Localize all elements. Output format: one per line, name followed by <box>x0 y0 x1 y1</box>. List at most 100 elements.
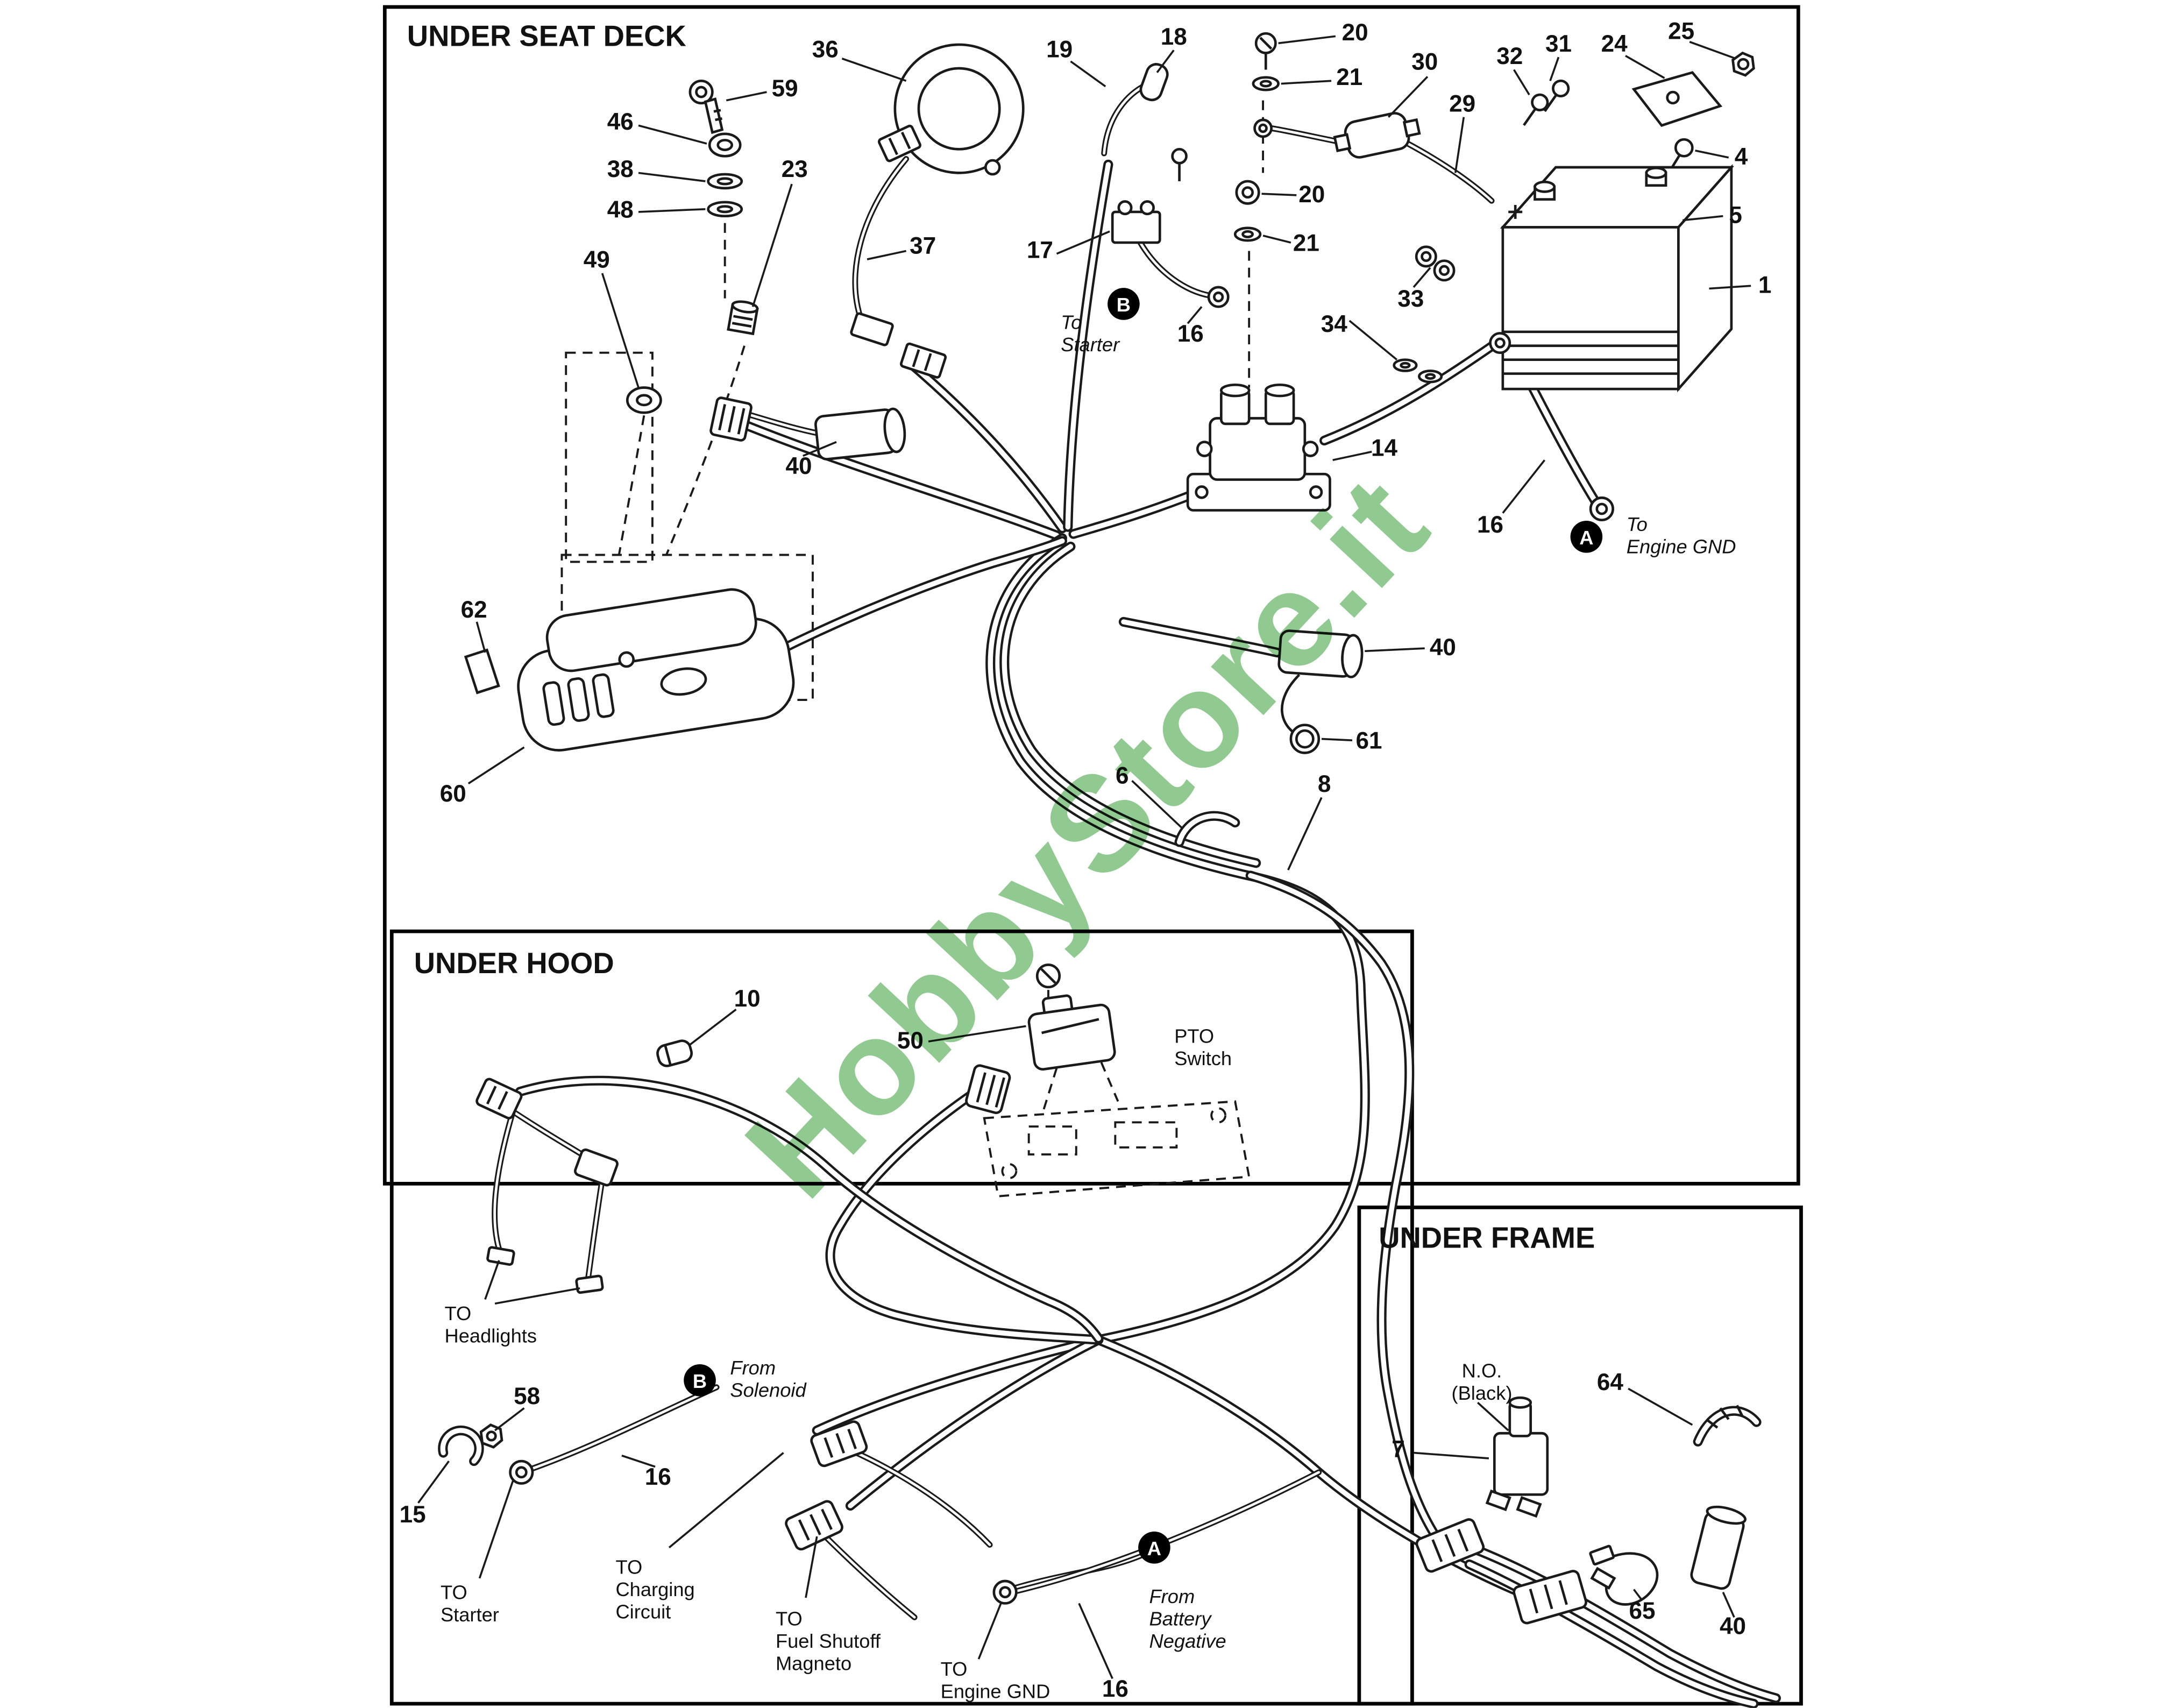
harness-tube <box>1277 629 1364 678</box>
annotation-to-charging-circuit: TO Charging Circuit <box>615 1555 695 1623</box>
headlight-connectors <box>475 1078 619 1294</box>
badge-a-from-battery-negative: A <box>1138 1531 1170 1564</box>
small-screw <box>1171 147 1188 181</box>
solenoid-hardware <box>1233 32 1280 242</box>
part-label-6: 6 <box>1116 762 1129 789</box>
annotation-to-fuel-shutoff-magneto: TO Fuel Shutoff Magneto <box>775 1607 881 1675</box>
part-label-60: 60 <box>439 781 466 807</box>
console-decal <box>464 648 500 694</box>
annotation-to-headlights: TO Headlights <box>444 1302 537 1347</box>
ignition-switch <box>727 300 759 336</box>
part-label-16-gnd-cable: 16 <box>1477 512 1504 538</box>
part-label-10: 10 <box>734 986 761 1012</box>
part-label-16-gnd-wire: 16 <box>1102 1676 1128 1703</box>
part-label-20-nut: 20 <box>1298 181 1325 208</box>
part-label-21-washer: 21 <box>1336 64 1363 91</box>
part-label-17: 17 <box>1026 237 1053 264</box>
terminal-block <box>1111 200 1161 244</box>
badge-b-to-starter: B <box>1108 288 1140 320</box>
jumper-wire <box>1589 1544 1659 1606</box>
carriage-bolt <box>1667 138 1694 174</box>
part-label-18: 18 <box>1160 24 1187 51</box>
o-ring <box>1289 724 1321 754</box>
section-title-frame: UNDER FRAME <box>1379 1222 1595 1255</box>
flange-nut <box>1731 51 1755 77</box>
starter-solenoid <box>1186 383 1331 512</box>
section-box-seat-deck <box>382 5 1800 1186</box>
horn-harness-connectors <box>850 312 947 379</box>
part-label-20-screw: 20 <box>1341 19 1368 46</box>
section-box-frame <box>1357 1206 1803 1706</box>
starter-wire-hardware <box>438 1423 534 1485</box>
annotation-to-engine-gnd-2: TO Engine GND <box>940 1657 1050 1703</box>
part-label-33: 33 <box>1397 286 1424 313</box>
annotation-pto-switch: PTO Switch <box>1174 1024 1232 1069</box>
part-label-64: 64 <box>1596 1369 1623 1396</box>
wire-harness <box>515 159 1781 1708</box>
section-box-hood <box>389 929 1414 1706</box>
part-label-14: 14 <box>1371 435 1398 462</box>
pto-switch <box>965 963 1116 1114</box>
part-label-25: 25 <box>1668 18 1695 45</box>
part-label-24: 24 <box>1601 31 1628 58</box>
grommet <box>626 386 662 414</box>
relay-cylinder <box>814 407 906 460</box>
part-label-62: 62 <box>460 597 487 623</box>
part-label-31: 31 <box>1545 31 1572 58</box>
ignition-key <box>688 79 724 134</box>
annotation-from-battery-negative: From Battery Negative <box>1149 1585 1226 1653</box>
fuel-shutoff-connector <box>785 1500 843 1551</box>
cable-clamp <box>1174 811 1240 847</box>
part-label-36: 36 <box>812 36 839 63</box>
section-title-hood: UNDER HOOD <box>414 948 614 980</box>
part-label-61: 61 <box>1355 727 1382 755</box>
part-label-50: 50 <box>897 1027 924 1054</box>
part-label-29: 29 <box>1449 90 1476 117</box>
part-label-23: 23 <box>781 156 808 183</box>
annotation-to-starter-2: TO Starter <box>440 1581 499 1626</box>
badge-b-from-solenoid: B <box>684 1364 716 1397</box>
annotation-to-engine-gnd: To Engine GND <box>1626 513 1736 558</box>
part-label-1: 1 <box>1758 272 1772 299</box>
badge-a-to-engine-gnd: A <box>1570 521 1603 553</box>
part-label-34: 34 <box>1321 310 1347 338</box>
part-label-58: 58 <box>514 1383 541 1410</box>
frame-connectors <box>1415 1518 1587 1625</box>
part-label-16-solenoid-wire: 16 <box>644 1464 671 1491</box>
part-label-37: 37 <box>910 232 936 260</box>
conduit-piece <box>1693 1405 1762 1447</box>
part-label-15: 15 <box>399 1501 426 1528</box>
part-label-8: 8 <box>1317 771 1331 798</box>
key-cap-and-washers <box>707 132 743 218</box>
console <box>517 588 795 752</box>
circuit-breaker <box>1333 112 1421 159</box>
ring-terminals-top <box>1207 286 1614 522</box>
part-label-40-tube: 40 <box>1429 634 1456 661</box>
section-title-seat-deck: UNDER SEAT DECK <box>407 20 686 53</box>
engine-gnd-ring <box>992 1579 1018 1605</box>
interlock-switch <box>1485 1396 1549 1518</box>
battery-nuts-washers <box>1393 245 1456 384</box>
battery <box>1500 164 1735 393</box>
part-label-21-washer-2: 21 <box>1293 230 1319 257</box>
thin-wires <box>492 83 1322 1620</box>
charging-connector <box>810 1420 868 1468</box>
part-label-16-starter-cable: 16 <box>1177 321 1204 348</box>
frame-tube <box>1690 1505 1747 1590</box>
leader-lines <box>417 35 1751 1679</box>
cable-clip <box>656 1039 693 1067</box>
part-label-46: 46 <box>607 109 634 136</box>
part-label-40-frame-tube: 40 <box>1719 1613 1747 1640</box>
part-label-59: 59 <box>771 75 798 102</box>
part-label-32: 32 <box>1496 43 1523 70</box>
bracket <box>1631 71 1723 127</box>
part-label-7: 7 <box>1392 1436 1405 1463</box>
part-label-19: 19 <box>1046 36 1073 63</box>
part-label-40-relay: 40 <box>785 453 812 480</box>
part-label-4: 4 <box>1734 143 1748 171</box>
annotation-to-starter: To Starter <box>1061 310 1120 356</box>
part-label-49: 49 <box>583 246 610 273</box>
wire-boot <box>1139 63 1169 102</box>
